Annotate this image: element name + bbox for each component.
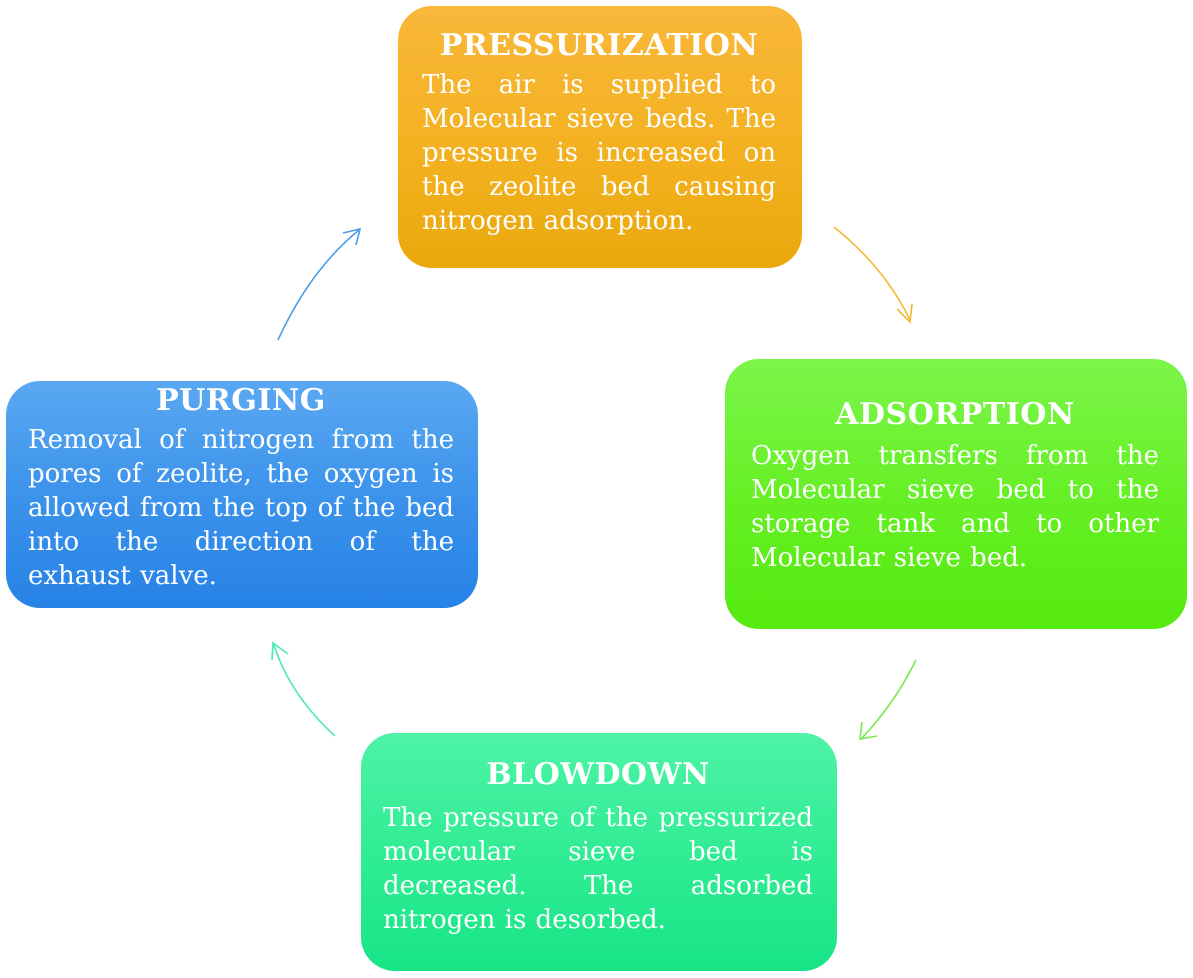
step-description: Oxygen transfers from the Molecular siev… (751, 441, 1159, 573)
step-description: The pressure of the pressurized molecula… (383, 803, 813, 935)
step-blowdown: BLOWDOWN The pressure of the pressurized… (361, 733, 837, 971)
step-adsorption: ADSORPTION Oxygen transfers from the Mol… (725, 359, 1187, 629)
arrow-pressurization-to-adsorption (833, 226, 913, 324)
step-pressurization: PRESSURIZATION The air is supplied to Mo… (398, 6, 802, 268)
arrow-purging-to-pressurization (277, 227, 362, 341)
step-title: ADSORPTION (835, 397, 1075, 432)
step-description: The air is supplied to Molecular sieve b… (422, 70, 776, 236)
step-title: PRESSURIZATION (439, 28, 759, 63)
step-title: PURGING (156, 383, 326, 418)
step-title: BLOWDOWN (486, 757, 710, 792)
arrow-blowdown-to-purging (271, 641, 336, 737)
arrow-adsorption-to-blowdown (859, 659, 917, 740)
step-purging: PURGING Removal of nitrogen from the por… (6, 381, 478, 608)
step-description: Removal of nitrogen from the pores of ze… (28, 425, 454, 591)
